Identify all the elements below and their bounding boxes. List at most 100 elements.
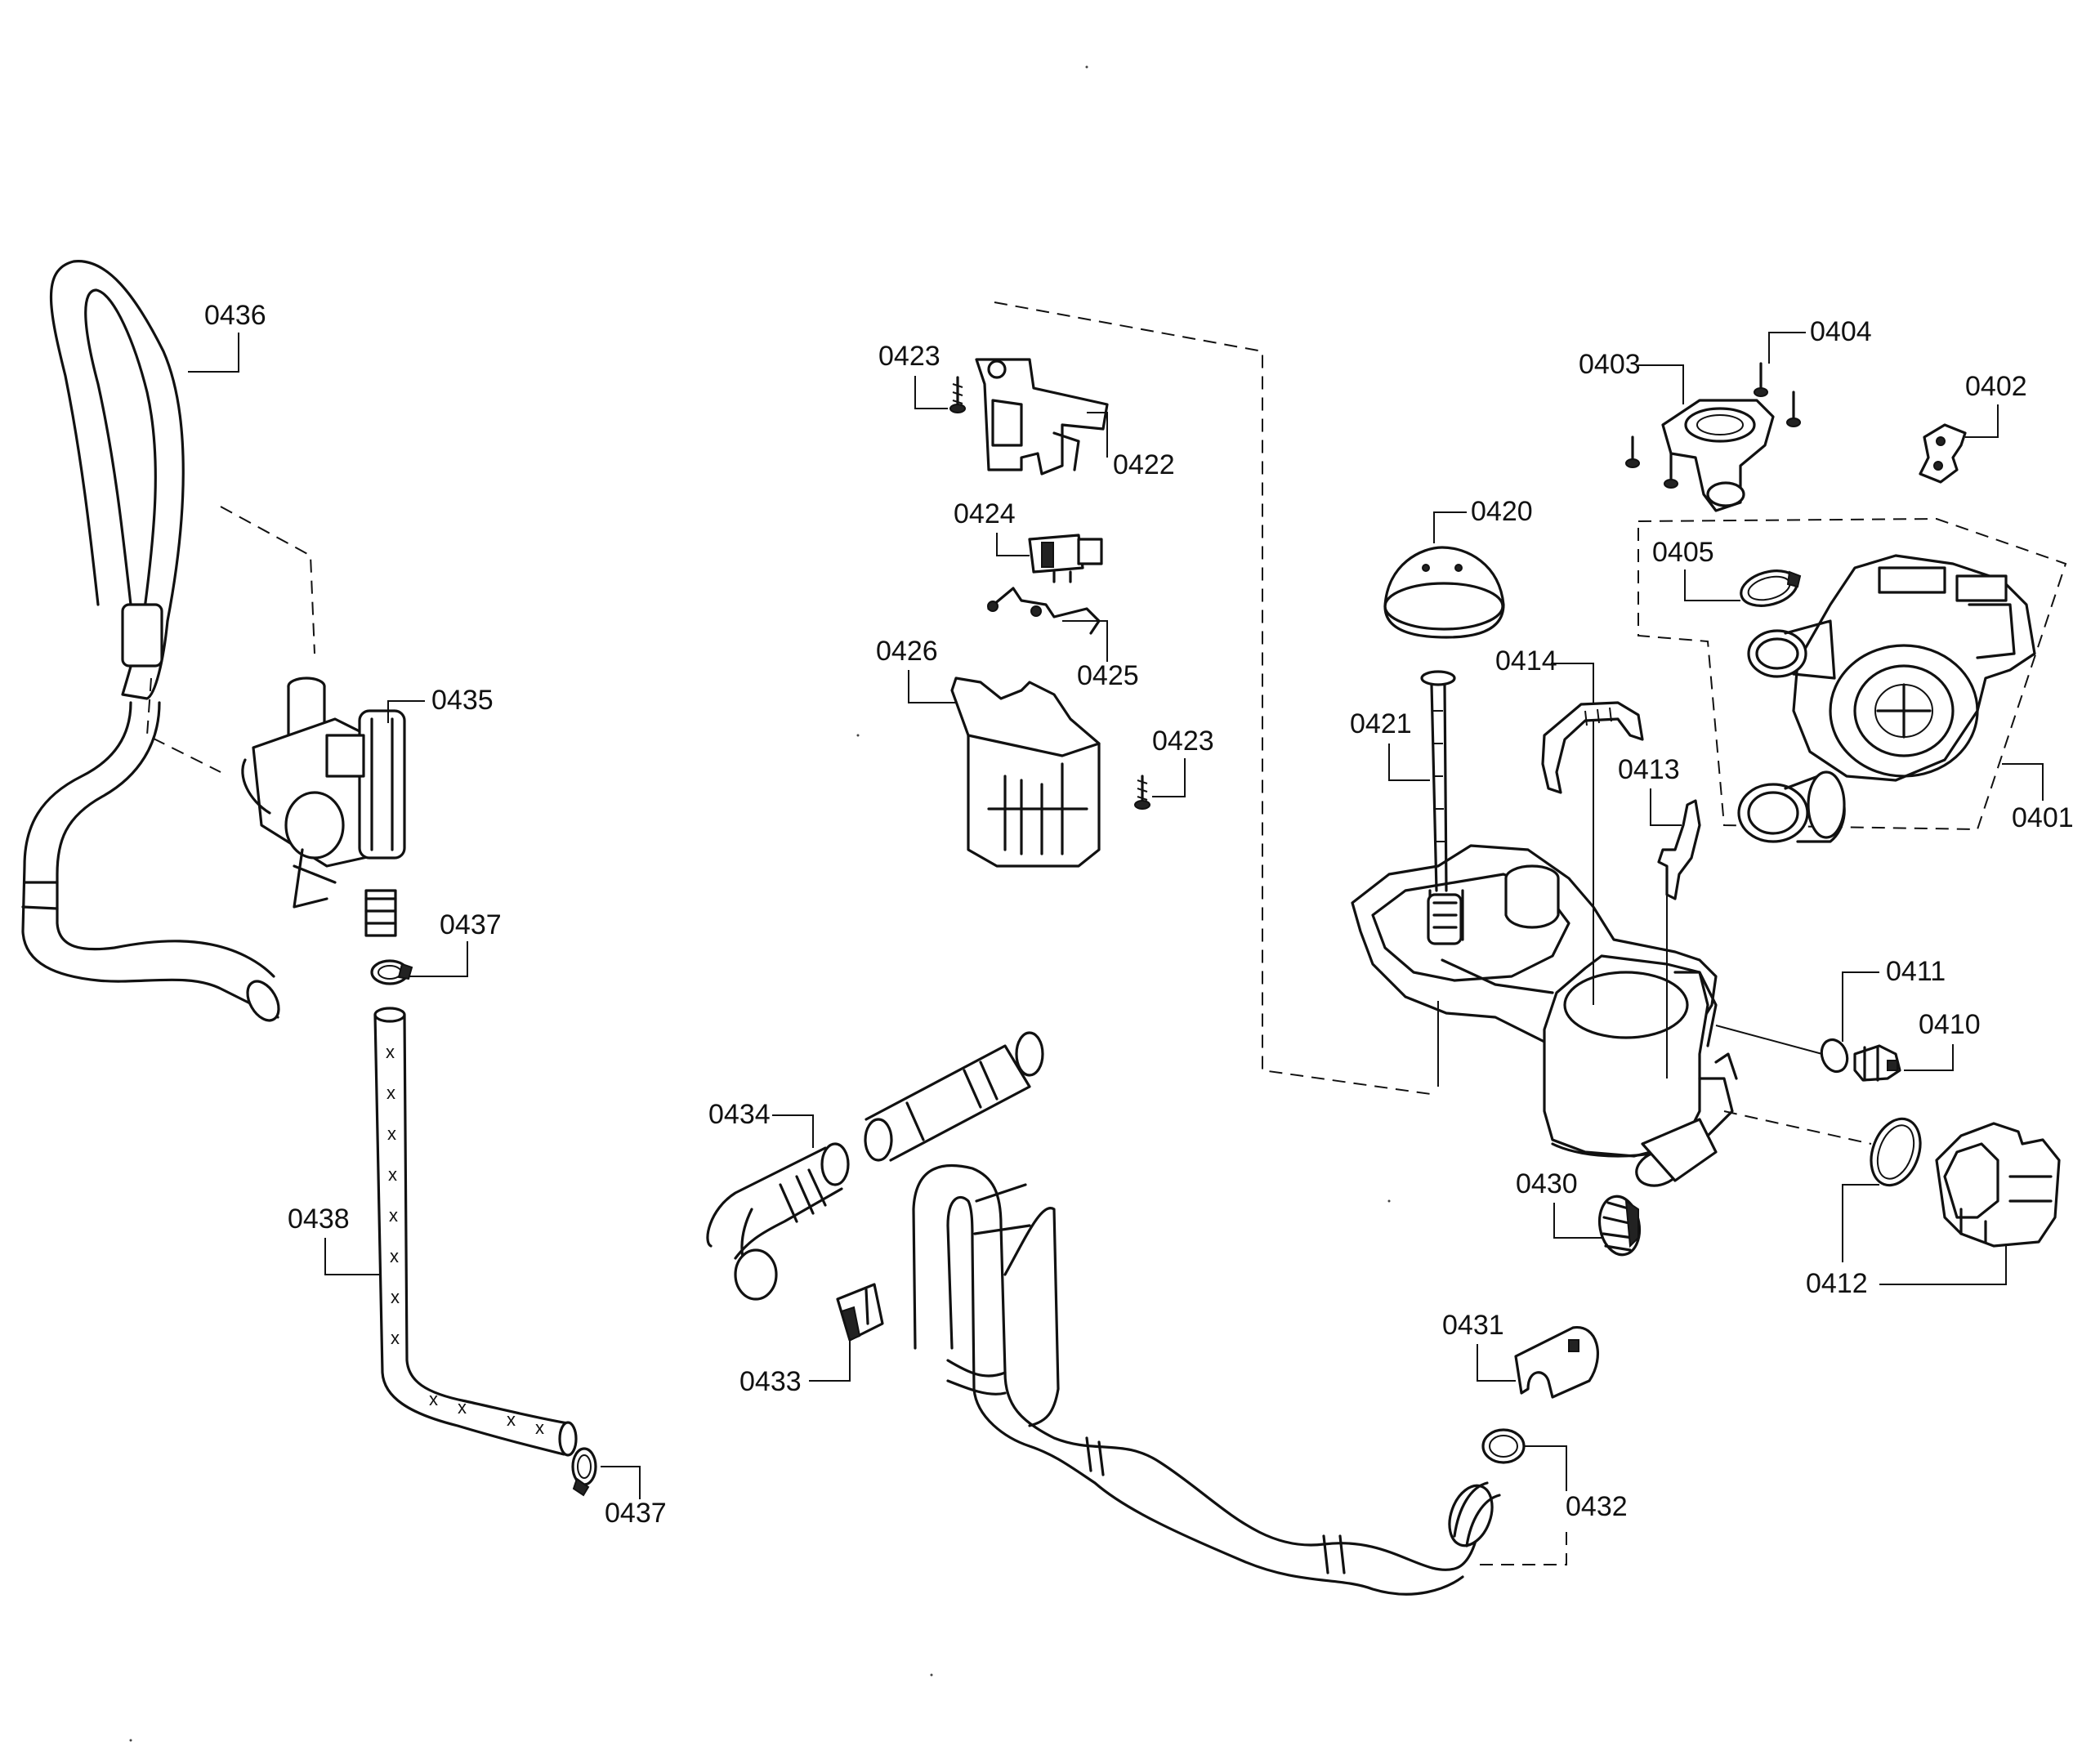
screw-0423-top [949, 376, 966, 413]
label-0402: 0402 [1965, 371, 2027, 402]
label-0436: 0436 [204, 300, 266, 331]
svg-text:x: x [458, 1397, 467, 1418]
svg-text:x: x [386, 1083, 395, 1103]
callout-0426: 0426 [876, 636, 956, 703]
label-0431: 0431 [1442, 1310, 1504, 1341]
pump-0401 [1737, 554, 2036, 843]
svg-text:x: x [507, 1409, 516, 1430]
hose-clamp-0437-top [370, 959, 413, 985]
label-0435: 0435 [431, 685, 494, 716]
label-0424: 0424 [954, 498, 1016, 529]
hose-0434 [706, 1031, 1044, 1301]
switch-0424 [1028, 534, 1103, 583]
callout-0424: 0424 [954, 498, 1030, 556]
callout-0434: 0434 [708, 1099, 814, 1148]
label-0413: 0413 [1618, 754, 1680, 785]
label-0423-top: 0423 [878, 341, 940, 372]
clip-0433 [836, 1283, 884, 1342]
svg-text:x: x [389, 1205, 398, 1226]
assembly-line-sump [994, 301, 1437, 1096]
callout-0404: 0404 [1768, 316, 1872, 364]
label-0403: 0403 [1579, 349, 1641, 380]
svg-text:x: x [387, 1123, 396, 1144]
callout-0436: 0436 [188, 300, 266, 373]
callout-0414: 0414 [1495, 645, 1594, 1005]
callout-0410: 0410 [1904, 1009, 1981, 1071]
sensor-0410 [1853, 1044, 1901, 1082]
sump-outlet [1635, 1052, 1738, 1187]
screws-0404 [1625, 362, 1801, 489]
assembly-line-0412 [1723, 1110, 1872, 1145]
callout-0425: 0425 [1062, 620, 1139, 691]
svg-text:x: x [391, 1287, 400, 1307]
svg-text:x: x [386, 1042, 395, 1062]
svg-text:x: x [429, 1389, 438, 1409]
clamp-0405 [1740, 569, 1802, 607]
bracket-0402 [1919, 423, 1967, 484]
callout-0438: 0438 [288, 1204, 380, 1275]
callout-0405: 0405 [1652, 537, 1740, 601]
label-0401: 0401 [2012, 802, 2074, 833]
svg-text:x: x [391, 1328, 400, 1348]
oring-0412 [1870, 1117, 1922, 1187]
clip-0425 [987, 587, 1101, 635]
callout-0422: 0422 [1087, 412, 1175, 480]
filter-0421 [1420, 670, 1456, 892]
svg-text:x: x [388, 1164, 397, 1185]
label-0404: 0404 [1810, 316, 1872, 347]
callout-0401: 0401 [2002, 763, 2074, 833]
svg-text:x: x [390, 1246, 399, 1266]
assembly-line-0435-a [220, 506, 315, 654]
label-0423-right: 0423 [1152, 726, 1214, 757]
callout-0423-top: 0423 [878, 341, 948, 409]
label-0437-top: 0437 [440, 909, 502, 940]
holder-0426 [950, 677, 1101, 868]
label-0438: 0438 [288, 1204, 350, 1235]
callout-0430: 0430 [1516, 1168, 1602, 1239]
drain-pump-0412 [1935, 1122, 2061, 1248]
label-0420: 0420 [1471, 496, 1533, 527]
oring-0411 [1820, 1038, 1849, 1074]
callout-0431: 0431 [1442, 1310, 1516, 1382]
drain-hose-main [912, 1163, 1501, 1596]
clip-0414 [1541, 701, 1644, 794]
screw-0423-right [1134, 775, 1150, 810]
label-0430: 0430 [1516, 1168, 1578, 1199]
label-0414: 0414 [1495, 645, 1557, 677]
callout-0420: 0420 [1433, 496, 1533, 543]
label-0412: 0412 [1806, 1268, 1868, 1299]
bracket-0422 [975, 358, 1109, 476]
assembly-line-0435-b [145, 677, 221, 773]
assembly-box-0401 [1637, 517, 2067, 831]
label-0432: 0432 [1566, 1491, 1628, 1522]
svg-text:x: x [535, 1418, 544, 1438]
drain-hose-0436 [21, 260, 280, 1022]
callout-0437-top: 0437 [409, 909, 502, 977]
hose-clamp-0437-bottom [571, 1447, 597, 1497]
callout-0402: 0402 [1965, 371, 2027, 438]
hose-markings: x x x x x x x x x x x x [386, 1042, 544, 1438]
callout-0423-right: 0423 [1152, 726, 1214, 797]
housing-0403 [1661, 399, 1775, 512]
label-0411: 0411 [1886, 956, 1946, 987]
callout-0435: 0435 [387, 685, 494, 723]
label-0405: 0405 [1652, 537, 1714, 568]
callout-0413: 0413 [1618, 754, 1682, 1078]
label-0421: 0421 [1350, 708, 1412, 739]
bracket-0413 [1657, 799, 1701, 900]
oring-0432 [1481, 1428, 1526, 1464]
label-0437-bottom: 0437 [605, 1498, 667, 1529]
label-0422: 0422 [1113, 449, 1175, 480]
drain-valve-0435 [241, 677, 406, 937]
scan-specks [129, 65, 1391, 1742]
label-0433: 0433 [739, 1366, 802, 1397]
callout-0403: 0403 [1579, 349, 1684, 404]
label-0410: 0410 [1919, 1009, 1981, 1040]
label-0426: 0426 [876, 636, 938, 667]
callout-0411: 0411 [1715, 956, 1946, 1055]
cap-0420 [1383, 546, 1505, 639]
callout-0437-bottom: 0437 [601, 1466, 667, 1529]
inlet-hose-0438: x x x x x x x x x x x x [373, 1007, 578, 1457]
